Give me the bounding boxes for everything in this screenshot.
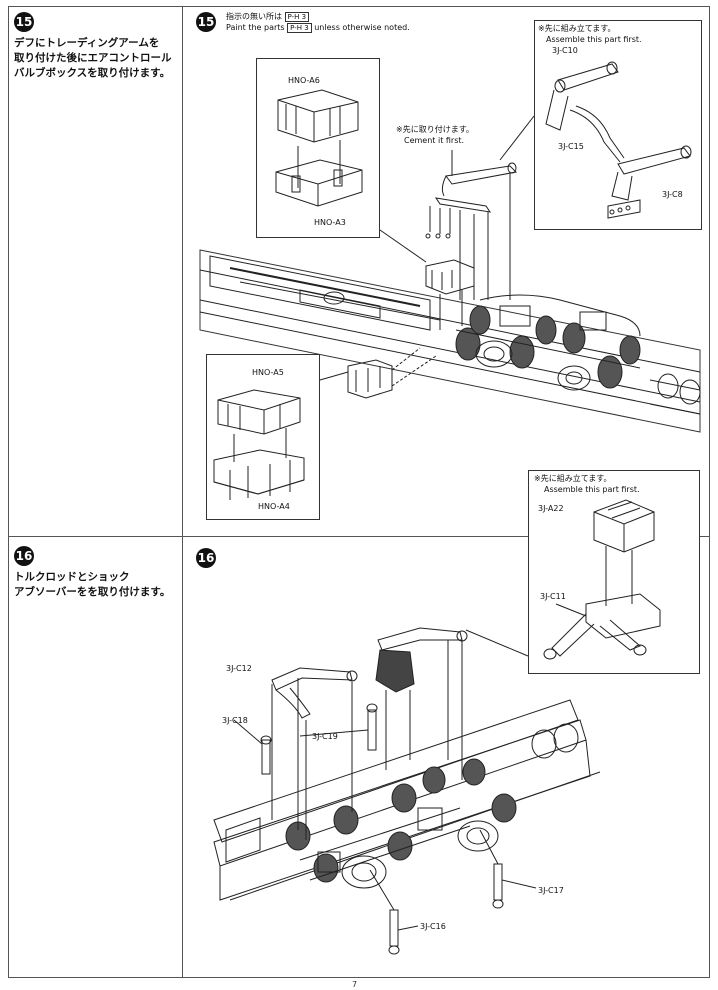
step-15-number-left: 15: [14, 12, 34, 32]
paint-note-en-text: Paint the parts: [226, 23, 285, 32]
step-15-line-3: バルブボックスを取り付けます。: [14, 67, 171, 79]
step-16-chassis-illustration: [213, 699, 601, 901]
step-16-inset-note-en: Assemble this part first.: [544, 485, 640, 494]
step-15-number-diagram: 15: [196, 12, 216, 32]
paint-note-en-tail: unless otherwise noted.: [314, 23, 410, 32]
cement-note-jp: ※先に取り付けます。: [396, 125, 474, 134]
step-15-inset-note-en: Assemble this part first.: [546, 35, 642, 44]
part-label-3j-c11: 3J-C11: [540, 592, 566, 601]
page-number: 7: [352, 980, 358, 989]
step-divider: [8, 536, 710, 537]
paint-note-jp-text: 指示の無い所は: [226, 12, 282, 21]
column-divider: [182, 6, 183, 978]
step-16-number-left: 16: [14, 546, 34, 566]
step-16-line-1: トルクロッドとショック: [14, 571, 130, 583]
step-15-inset-b-drawing: [213, 389, 305, 500]
step-15-inset-a-drawing: [275, 89, 363, 207]
part-label-3j-c12: 3J-C12: [226, 664, 252, 673]
part-label-3j-c10: 3J-C10: [552, 46, 578, 55]
part-label-hno-a5: HNO-A5: [252, 368, 284, 377]
step-15-inset-a: [256, 58, 380, 238]
step-16-line-2: アブソーバーをを取り付けます。: [14, 586, 171, 598]
step-15-inset-assembly-drawing: [545, 61, 692, 219]
paint-code-en: P-H 3: [287, 23, 312, 33]
part-label-3j-c8: 3J-C8: [662, 190, 683, 199]
step-15-line-1: デフにトレーディングアームを: [14, 37, 160, 49]
paint-note-en: Paint the parts P-H 3 unless otherwise n…: [226, 23, 410, 33]
paint-note-jp: 指示の無い所は P-H 3: [226, 12, 310, 22]
part-label-hno-a6: HNO-A6: [288, 76, 320, 85]
step-15-trailing-arm: [425, 150, 518, 300]
part-label-3j-c17: 3J-C17: [538, 886, 564, 895]
step-16-inset-assembly-drawing: [543, 499, 661, 660]
step-15-assembly-inset: [534, 20, 702, 230]
step-15-inset-note-jp: ※先に組み立てます。: [538, 24, 616, 33]
step-16-inset-note-jp: ※先に組み立てます。: [534, 474, 612, 483]
part-label-hno-a3: HNO-A3: [314, 218, 346, 227]
step-16-shock-absorbers: [260, 703, 504, 955]
part-label-3j-c15: 3J-C15: [558, 142, 584, 151]
step-16-number-diagram: 16: [196, 548, 216, 568]
step-15-chassis-illustration: [199, 249, 701, 433]
page-frame: [8, 6, 710, 978]
step-15-line-2: 取り付けた後にエアコントロール: [14, 52, 172, 64]
step-16-description: トルクロッドとショック アブソーバーをを取り付けます。: [14, 570, 170, 600]
cement-note-en: Cement it first.: [404, 136, 465, 145]
part-label-hno-a4: HNO-A4: [258, 502, 290, 511]
paint-code-jp: P-H 3: [284, 12, 310, 22]
part-label-3j-a22: 3J-A22: [538, 504, 564, 513]
part-label-3j-c16: 3J-C16: [420, 922, 446, 931]
step-15-description: デフにトレーディングアームを 取り付けた後にエアコントロール バルブボックスを取…: [14, 36, 172, 81]
part-label-3j-c19: 3J-C19: [312, 732, 338, 741]
step-16-torque-rods: [271, 627, 468, 840]
